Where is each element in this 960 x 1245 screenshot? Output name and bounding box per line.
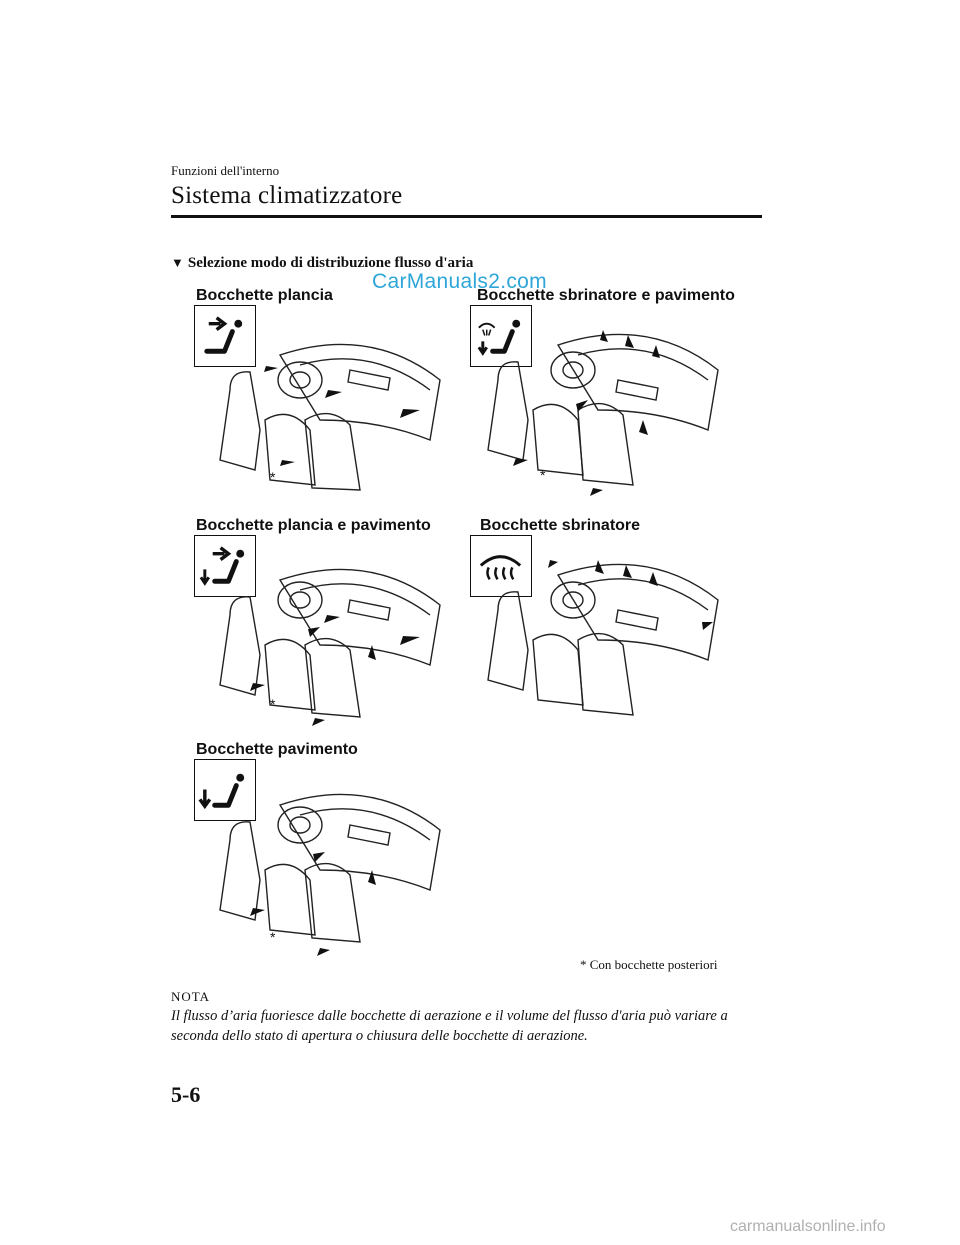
page-title: Sistema climatizzatore: [171, 182, 403, 209]
car-interior-illustration-face-floor: *: [219, 568, 441, 726]
car-interior-illustration-defrost: [487, 560, 719, 716]
face-vent-icon: [194, 305, 256, 367]
triangle-marker-icon: ▼: [171, 255, 184, 270]
rear-vent-asterisk: *: [540, 467, 546, 483]
rear-vent-asterisk: *: [270, 469, 276, 485]
panel-label-defrost-floor: Bocchette sbrinatore e pavimento: [477, 287, 735, 304]
panel-label-face-floor: Bocchette plancia e pavimento: [196, 517, 431, 534]
panel-label-face: Bocchette plancia: [196, 287, 333, 304]
panel-label-defrost: Bocchette sbrinatore: [480, 517, 641, 534]
car-interior-illustration-face: *: [219, 343, 441, 491]
footnote: * Con bocchette posteriori: [580, 957, 718, 972]
car-interior-illustration-defrost-floor: *: [487, 330, 719, 496]
floor-icon: [194, 759, 256, 821]
nota-text: Il flusso d’aria fuoriesce dalle bocchet…: [171, 1008, 728, 1044]
section-label: Funzioni dell'interno: [171, 163, 280, 178]
car-interior-illustration-floor: *: [219, 793, 441, 956]
subheading-text: Selezione modo di distribuzione flusso d…: [187, 255, 474, 271]
subheading: ▼Selezione modo di distribuzione flusso …: [171, 255, 473, 272]
defrost-floor-icon: [470, 305, 532, 367]
rear-vent-asterisk: *: [270, 929, 276, 945]
panel-label-floor: Bocchette pavimento: [196, 741, 358, 758]
defrost-icon: [470, 535, 532, 597]
rear-vent-asterisk: *: [270, 696, 276, 712]
face-floor-icon: [194, 535, 256, 597]
nota-title: NOTA: [171, 989, 211, 1004]
title-rule: [171, 215, 762, 218]
watermark-bottom: carmanualsonline.info: [730, 1218, 886, 1235]
page-number: 5-6: [171, 1082, 201, 1107]
watermark-top: CarManuals2.com: [372, 270, 547, 293]
